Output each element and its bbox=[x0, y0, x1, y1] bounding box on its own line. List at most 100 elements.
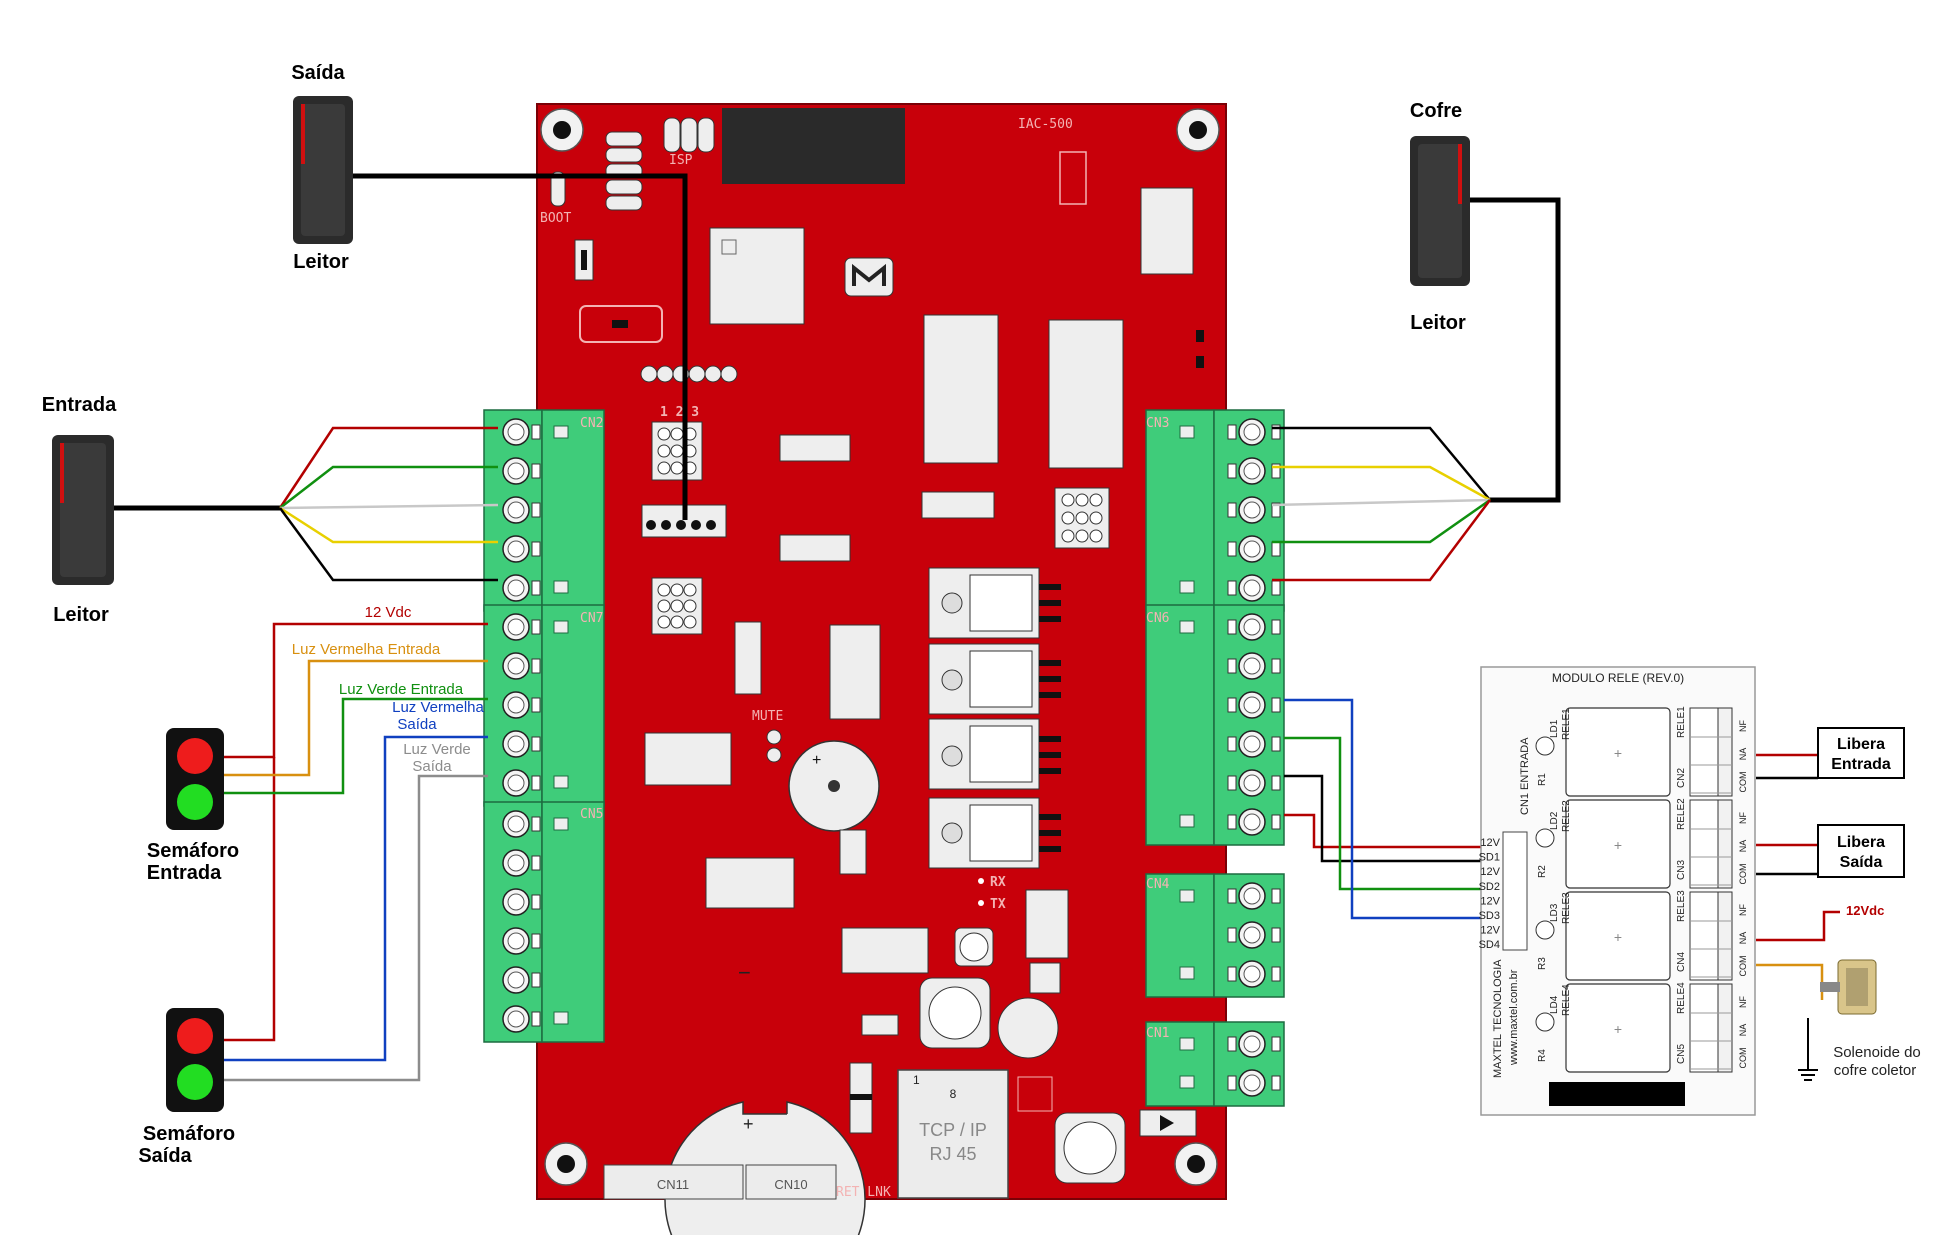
semaphore-entrada-line2: Entrada bbox=[147, 862, 222, 884]
header-block bbox=[1054, 487, 1110, 549]
ret-lnk-label: RET LNK bbox=[836, 1185, 891, 1200]
cn6-label: CN6 bbox=[1146, 611, 1169, 626]
module-site: www.maxtel.com.br bbox=[1508, 969, 1520, 1066]
controller-board: IAC-500 ISP BOOT 1 2 3 bbox=[536, 103, 1227, 1240]
libera-entrada-line1: Libera bbox=[1837, 736, 1885, 753]
reader-face bbox=[1418, 144, 1462, 278]
reader-led bbox=[301, 104, 305, 164]
tx-label: TX bbox=[990, 897, 1006, 912]
board-model: IAC-500 bbox=[1018, 117, 1073, 132]
relay-name-label: RELE4 bbox=[1561, 984, 1572, 1016]
module-input-connector bbox=[1502, 831, 1528, 951]
rj-pin8: 8 bbox=[950, 1087, 957, 1101]
buzzer: + bbox=[788, 740, 880, 832]
relay-terminal-block bbox=[1717, 891, 1733, 981]
wire-white bbox=[279, 503, 499, 510]
buzzer-plus: + bbox=[812, 752, 821, 769]
solenoid-coil bbox=[1846, 968, 1868, 1006]
jumper-column bbox=[605, 131, 643, 211]
wire-sd2 bbox=[1284, 736, 1490, 891]
label-luz-verde-entrada: Luz Verde Entrada bbox=[339, 681, 464, 698]
label-luz-verde-saida-2: Saída bbox=[412, 758, 452, 775]
terminal-screw bbox=[1227, 921, 1281, 949]
wire-black bbox=[278, 507, 498, 582]
wire-yellow bbox=[1272, 465, 1491, 502]
mounting-hole bbox=[540, 108, 584, 152]
terminal-screw bbox=[1227, 769, 1281, 797]
battery-minus: − bbox=[738, 960, 751, 985]
terminal-screw bbox=[502, 730, 541, 758]
solenoid bbox=[1820, 959, 1877, 1015]
mounting-hole bbox=[1176, 108, 1220, 152]
terminal-cn2 bbox=[483, 409, 605, 612]
mute-label: MUTE bbox=[752, 709, 783, 724]
chip-mark bbox=[721, 239, 737, 255]
relay-led bbox=[1535, 828, 1555, 848]
label-12vdc-out: 12Vdc bbox=[1846, 903, 1884, 918]
relay-terminal-block bbox=[1689, 983, 1719, 1073]
relay-terminal-block bbox=[1717, 707, 1733, 797]
mounting-hole bbox=[1174, 1142, 1218, 1186]
solenoid-label-1: Solenoide do bbox=[1833, 1044, 1921, 1061]
battery-plus: + bbox=[743, 1114, 754, 1134]
terminal-screw bbox=[1227, 730, 1281, 758]
label-luz-vermelha-saida-2: Saída bbox=[397, 716, 437, 733]
wire-red bbox=[278, 426, 498, 509]
terminal-screw bbox=[1227, 418, 1281, 446]
semaphore-saida: Semáforo Saída bbox=[138, 1008, 235, 1167]
terminal-screw bbox=[502, 457, 541, 485]
tx-led bbox=[978, 900, 984, 906]
relay-led-label: LD1 bbox=[1549, 719, 1560, 738]
module-pin-label: SD1 bbox=[1479, 852, 1500, 864]
red-light bbox=[177, 1018, 213, 1054]
terminal-screw bbox=[502, 810, 541, 838]
relay-name-label: RELE2 bbox=[1561, 800, 1572, 832]
relay-connector-label: CN5 bbox=[1676, 1044, 1687, 1064]
fuse-band bbox=[850, 1094, 872, 1100]
wire-12vdc-out bbox=[1756, 910, 1840, 942]
module-pin-label: 12V bbox=[1480, 925, 1500, 937]
terminal-screw bbox=[502, 691, 541, 719]
terminal-screw bbox=[1227, 882, 1281, 910]
ic-small bbox=[779, 534, 851, 562]
reader-led bbox=[60, 443, 64, 503]
rx-led bbox=[978, 878, 984, 884]
terminal-blocks bbox=[483, 409, 1285, 1107]
libera-saida-box: Libera Saída bbox=[1817, 824, 1905, 878]
semaphore-entrada: Semáforo Entrada bbox=[147, 728, 239, 884]
voltage-regulator bbox=[928, 567, 1061, 639]
semaphore-saida-line1: Semáforo bbox=[143, 1123, 235, 1145]
relay-led-label: LD3 bbox=[1549, 903, 1560, 922]
module-pin-label: 12V bbox=[1480, 866, 1500, 878]
display-module bbox=[722, 108, 905, 184]
saida-reader-cable bbox=[353, 173, 688, 520]
ic-small bbox=[921, 491, 995, 519]
component bbox=[1029, 962, 1061, 994]
relay-resistor-label: R3 bbox=[1537, 957, 1548, 970]
label-luz-verde-saida-1: Luz Verde bbox=[403, 741, 471, 758]
relay-resistor-label: R2 bbox=[1537, 865, 1548, 878]
component bbox=[841, 927, 929, 974]
terminal-cn5 bbox=[483, 801, 605, 1043]
wire-12vdc bbox=[222, 622, 488, 759]
wire-red bbox=[1272, 499, 1491, 582]
rj45-label: RJ 45 bbox=[929, 1144, 976, 1164]
terminal-cn1 bbox=[1145, 1021, 1285, 1107]
wire-black bbox=[1272, 426, 1491, 501]
relay-terminal-block bbox=[1717, 983, 1733, 1073]
component-inner bbox=[1063, 1121, 1117, 1175]
label-12vdc: 12 Vdc bbox=[365, 604, 412, 621]
reader-cofre: Cofre Leitor bbox=[1410, 100, 1470, 334]
relay-name-label: RELE1 bbox=[1676, 706, 1687, 738]
reader-face bbox=[301, 104, 345, 236]
terminal-screw bbox=[1227, 691, 1281, 719]
relay-terminal-label: COM bbox=[1738, 1048, 1748, 1069]
terminal-cn6 bbox=[1145, 604, 1285, 846]
module-pin-label: SD3 bbox=[1479, 910, 1500, 922]
terminal-screw bbox=[1227, 960, 1281, 988]
